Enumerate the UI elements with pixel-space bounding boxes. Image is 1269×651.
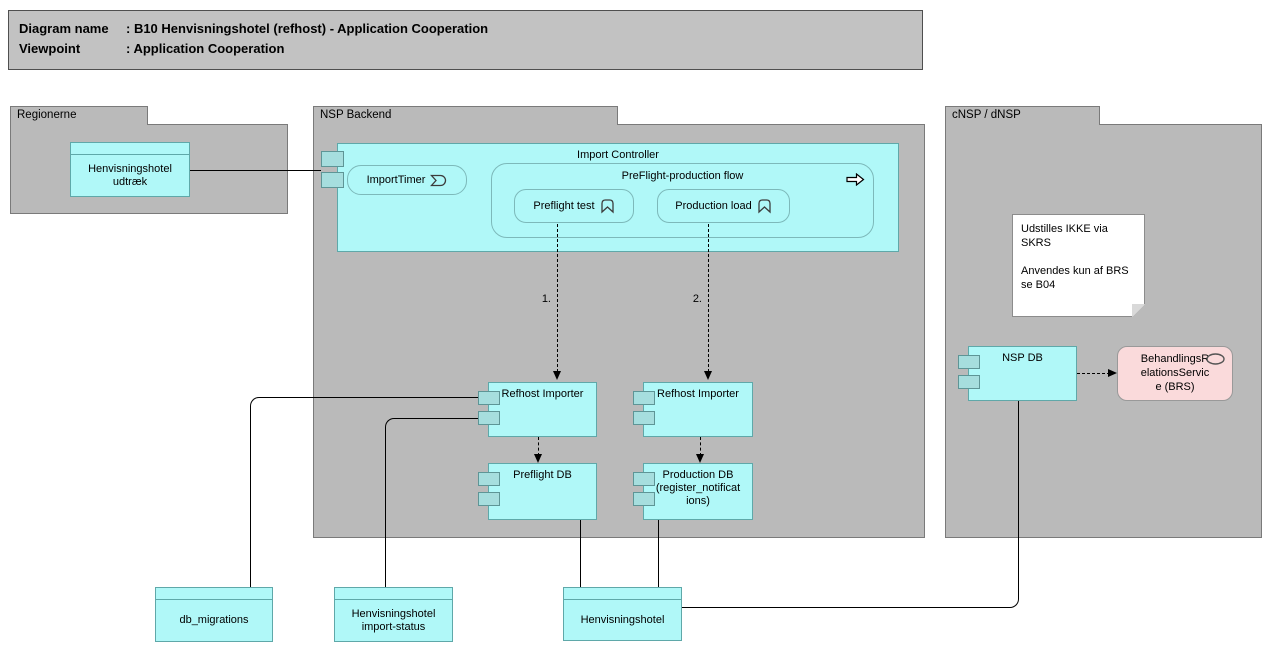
- component-label: Production DB: [662, 469, 734, 481]
- arrowhead-down-icon: [704, 371, 712, 380]
- group-tab-cnsp-dnsp[interactable]: cNSP / dNSP: [945, 106, 1100, 125]
- artifact-strip: [564, 588, 681, 600]
- component-label: Preflight test: [533, 200, 595, 212]
- connector-nsp-db-to-brs: [1077, 373, 1110, 374]
- group-label-cnsp-dnsp: cNSP / dNSP: [952, 109, 1021, 121]
- component-nsp-db[interactable]: NSP DB: [968, 346, 1077, 401]
- component-production-db[interactable]: Production DB (register_notificat ions): [643, 463, 753, 520]
- component-port-icon: [633, 411, 655, 425]
- component-label: import-status: [361, 620, 426, 633]
- event-icon: [430, 174, 447, 187]
- connector-ri2-to-production-db: [700, 437, 701, 456]
- component-port-icon: [478, 391, 500, 405]
- component-port-icon: [478, 472, 500, 486]
- note-text: Anvendes kun af BRS: [1021, 265, 1129, 277]
- component-refhost-importer-1[interactable]: Refhost Importer: [488, 382, 597, 437]
- component-label: Refhost Importer: [657, 388, 739, 400]
- component-label: Production load: [675, 200, 752, 212]
- component-port-icon: [478, 411, 500, 425]
- component-label: ions): [686, 495, 710, 507]
- component-label: udtræk: [112, 175, 148, 188]
- flow-step-2-label: 2.: [692, 293, 702, 305]
- component-label: (register_notificat: [655, 482, 741, 494]
- component-preflight-test[interactable]: Preflight test: [514, 189, 634, 223]
- viewpoint-value: : Application Cooperation: [126, 41, 285, 56]
- component-port-icon: [633, 472, 655, 486]
- artifact-strip: [156, 588, 272, 600]
- component-port-icon: [321, 151, 344, 167]
- connector-ri1-to-preflight-db: [538, 437, 539, 456]
- component-label: NSP DB: [1002, 352, 1043, 364]
- component-label: db_migrations: [179, 614, 249, 626]
- component-label: Import Controller: [577, 149, 659, 161]
- connector-udtraek-to-import-controller: [190, 170, 321, 171]
- connector-preflight-db-to-henvisningshotel: [580, 520, 581, 587]
- component-henvisningshotel-import-status[interactable]: Henvisningshotel import-status: [334, 587, 453, 642]
- diagram-name-value: : B10 Henvisningshotel (refhost) - Appli…: [126, 21, 489, 36]
- diagram-title-box: Diagram name : B10 Henvisningshotel (refh…: [8, 10, 923, 70]
- group-body-cnsp-dnsp[interactable]: [945, 124, 1262, 538]
- component-preflight-db[interactable]: Preflight DB: [488, 463, 597, 520]
- component-port-icon: [958, 355, 980, 369]
- component-production-load[interactable]: Production load: [657, 189, 790, 223]
- component-label: elationsServic: [1140, 367, 1210, 379]
- connector-henvisningshotel-to-nsp-db: [682, 401, 1019, 608]
- function-icon: [757, 198, 772, 214]
- arrowhead-down-icon: [534, 454, 542, 463]
- component-label: e (BRS): [1155, 381, 1195, 393]
- viewpoint-row: Viewpoint : Application Cooperation: [19, 39, 912, 59]
- arrowhead-down-icon: [553, 371, 561, 380]
- component-label: PreFlight-production flow: [621, 170, 744, 182]
- note-text: se B04: [1021, 279, 1056, 291]
- flow-step-1-label: 1.: [541, 293, 551, 305]
- component-refhost-importer-2[interactable]: Refhost Importer: [643, 382, 753, 437]
- connector-ri1-to-import-status: [385, 418, 478, 587]
- component-label: Henvisningshotel: [580, 613, 665, 626]
- component-label: Henvisningshotel: [351, 607, 436, 620]
- diagram-name-label: Diagram name: [19, 21, 109, 36]
- process-arrow-icon: [846, 172, 865, 187]
- diagram-name-row: Diagram name : B10 Henvisningshotel (refh…: [19, 19, 912, 39]
- group-tab-nsp-backend[interactable]: NSP Backend: [313, 106, 618, 125]
- artifact-strip: [335, 588, 452, 600]
- group-tab-regionerne[interactable]: Regionerne: [10, 106, 148, 125]
- component-port-icon: [633, 391, 655, 405]
- arrowhead-right-icon: [1108, 369, 1117, 377]
- component-port-icon: [958, 375, 980, 389]
- connector-flow-1: [557, 224, 558, 372]
- arrowhead-down-icon: [696, 454, 704, 463]
- component-db-migrations[interactable]: db_migrations: [155, 587, 273, 642]
- component-label: BehandlingsR: [1140, 353, 1210, 365]
- component-label: Henvisningshotel: [88, 162, 172, 175]
- component-henvisningshotel-udtraek[interactable]: Henvisningshotel udtræk: [70, 142, 190, 197]
- note-text: Udstilles IKKE via SKRS: [1021, 223, 1108, 249]
- component-import-timer[interactable]: ImportTimer: [347, 165, 467, 195]
- component-henvisningshotel[interactable]: Henvisningshotel: [563, 587, 682, 641]
- component-brs-service[interactable]: BehandlingsR elationsServic e (BRS): [1117, 346, 1233, 401]
- component-port-icon: [633, 492, 655, 506]
- component-label: Preflight DB: [513, 469, 572, 481]
- connector-production-db-to-henvisningshotel: [658, 520, 659, 587]
- component-port-icon: [478, 492, 500, 506]
- function-icon: [600, 198, 615, 214]
- artifact-strip: [71, 143, 189, 155]
- service-ellipse-icon: [1206, 353, 1225, 365]
- component-port-icon: [321, 172, 344, 188]
- viewpoint-label: Viewpoint: [19, 41, 81, 56]
- component-label: Refhost Importer: [501, 388, 584, 400]
- note[interactable]: Udstilles IKKE via SKRS Anvendes kun af …: [1012, 214, 1145, 317]
- group-label-regionerne: Regionerne: [17, 109, 77, 121]
- connector-ri1-to-db-migrations: [250, 397, 478, 587]
- group-label-nsp-backend: NSP Backend: [320, 109, 392, 121]
- note-text: [1021, 250, 1136, 264]
- component-label: ImportTimer: [366, 174, 426, 186]
- connector-flow-2: [708, 224, 709, 372]
